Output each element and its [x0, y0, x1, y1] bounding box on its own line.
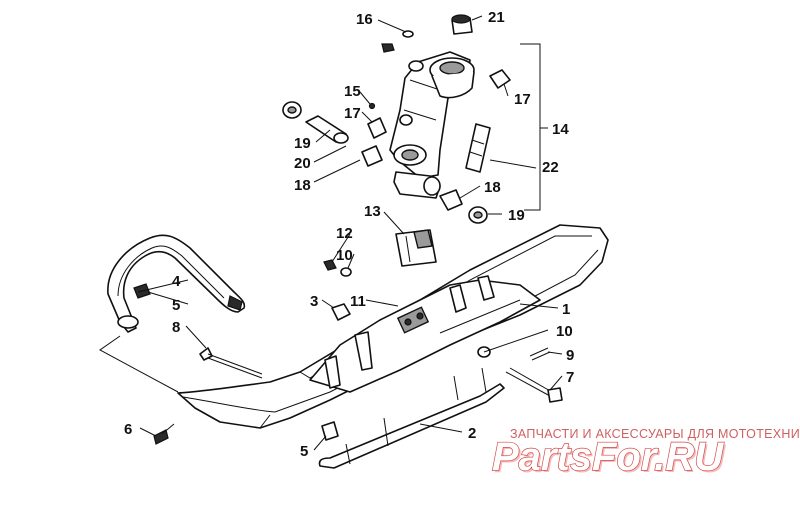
- watermark-logo: PartsFor.RU: [492, 435, 724, 479]
- callout-20: 20: [294, 155, 311, 172]
- callout-21: 21: [488, 9, 505, 26]
- callout-18b: 18: [484, 179, 501, 196]
- callout-5a: 5: [172, 297, 180, 314]
- spindle-assembly: [389, 51, 475, 199]
- callout-3: 3: [310, 293, 318, 310]
- callout-9: 9: [566, 347, 574, 364]
- callout-12: 12: [336, 225, 353, 242]
- callout-8: 7: [566, 369, 574, 386]
- watermark-logo-shadow: PartsFor.RU: [494, 437, 726, 481]
- callout-6: 6: [124, 421, 132, 438]
- callout-15: 16: [356, 11, 373, 28]
- leader-lines: [99, 15, 563, 451]
- callout-4: 4: [172, 273, 181, 290]
- callout-22: 22: [542, 159, 559, 176]
- callout-1: 1: [562, 301, 570, 318]
- callout-18a: 18: [294, 177, 311, 194]
- callout-16: 15: [344, 83, 361, 100]
- ski-body: [177, 224, 609, 429]
- callout-11: 11: [350, 293, 366, 310]
- spindle-cap: [451, 14, 473, 35]
- ski-handle: [107, 234, 246, 333]
- callout-10a: 10: [336, 247, 353, 264]
- watermark: ЗАПЧАСТИ И АКСЕССУАРЫ ДЛЯ МОТОТЕХНИКИ Pa…: [491, 427, 800, 481]
- callout-19a: 19: [294, 135, 311, 152]
- callouts: 16 21 15 17 17 14 19 20 22 18 18 19 13 1…: [124, 9, 574, 460]
- watermark-caption: ЗАПЧАСТИ И АКСЕССУАРЫ ДЛЯ МОТОТЕХНИКИ: [510, 427, 800, 441]
- callout-10b: 10: [556, 323, 573, 340]
- spindle-decal: [465, 123, 491, 173]
- callout-14: 14: [552, 121, 569, 138]
- wear-bar: [318, 367, 505, 469]
- callout-5b: 5: [300, 443, 308, 460]
- callout-13: 13: [364, 203, 381, 220]
- callout-19b: 19: [508, 207, 525, 224]
- callout-7: 8: [172, 319, 180, 336]
- callout-17b: 17: [514, 91, 531, 108]
- callout-17a: 17: [344, 105, 361, 122]
- callout-2: 2: [468, 425, 476, 442]
- hardware: [133, 30, 563, 445]
